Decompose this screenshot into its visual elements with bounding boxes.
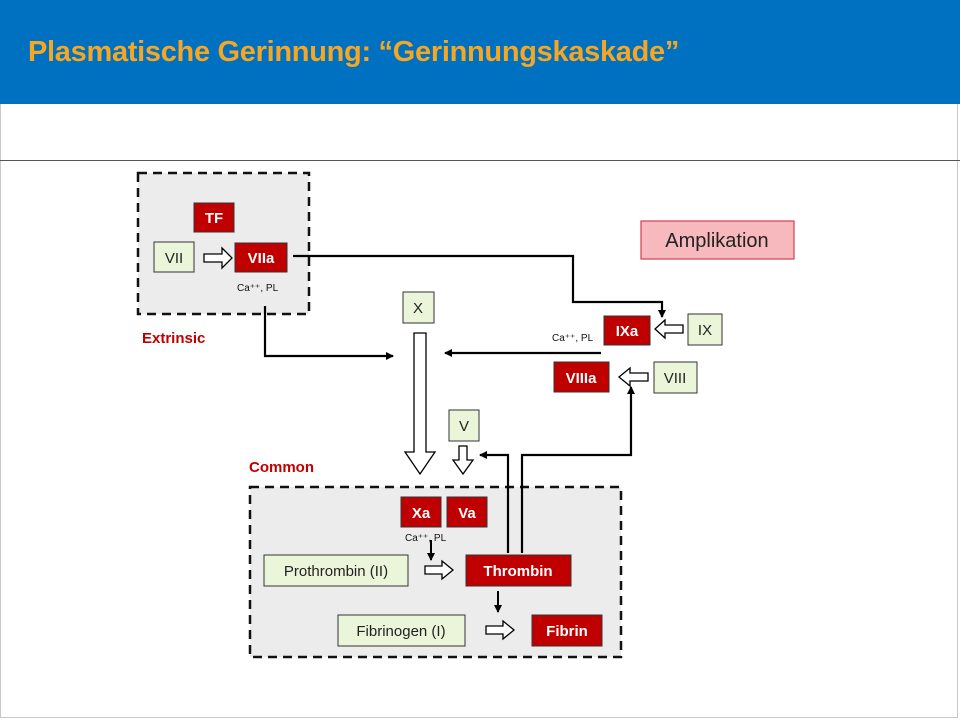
common-label: Common <box>249 459 314 476</box>
factor-viiia-box <box>553 361 610 393</box>
factor-ix-label: IX <box>698 322 712 339</box>
hollow-arrow-x-to-xa <box>403 332 437 476</box>
factor-viii-label: VIII <box>664 370 687 387</box>
factor-xa-label: Xa <box>412 505 431 522</box>
content-frame <box>0 104 958 718</box>
factor-x-label: X <box>413 300 423 317</box>
cofactor-note-xa: Ca⁺⁺, PL <box>405 533 447 544</box>
cofactor-note-ixa: Ca⁺⁺, PL <box>552 333 594 344</box>
factor-tf-label: TF <box>205 210 223 227</box>
arrow-thrombin-to-v <box>479 451 510 553</box>
fibrin-box <box>531 614 603 647</box>
page-title: Plasmatische Gerinnung: “Gerinnungskaska… <box>28 36 680 68</box>
prothrombin-label: Prothrombin (II) <box>284 563 388 580</box>
hollow-arrow-ix-to-ixa <box>654 318 684 340</box>
hollow-arrow-vii-to-viia <box>203 246 233 270</box>
arrow-viia-to-ixa <box>293 254 666 318</box>
thrombin-box <box>465 554 572 587</box>
factor-viiia-label: VIIIa <box>566 370 598 387</box>
factor-va-label: Va <box>458 505 476 522</box>
factor-tf-box <box>193 202 235 233</box>
factor-v-label: V <box>459 418 469 435</box>
hollow-arrow-fibrinogen-to-fibrin <box>485 619 516 641</box>
amplification-label: Amplikation <box>665 230 768 252</box>
fibrin-label: Fibrin <box>546 623 588 640</box>
factor-v-box <box>448 409 480 442</box>
factor-ix-box <box>687 313 723 346</box>
factor-va-box <box>446 496 488 528</box>
hollow-arrow-prothrombin-to-thrombin <box>424 559 455 581</box>
fibrinogen-label: Fibrinogen (I) <box>356 623 445 640</box>
prothrombin-box <box>263 554 409 587</box>
header-bar: Plasmatische Gerinnung: “Gerinnungskaska… <box>0 0 960 104</box>
factor-xa-box <box>400 496 442 528</box>
cofactor-note-viia: Ca⁺⁺, PL <box>237 283 279 294</box>
factor-viia-label: VIIa <box>248 250 275 267</box>
arrow-viia-to-x <box>263 306 394 360</box>
hollow-arrow-v-to-va <box>451 445 475 476</box>
amplification-box <box>640 220 795 260</box>
hollow-arrow-viii-to-viiia <box>617 366 649 388</box>
arrow-thrombin-to-viiia <box>520 386 635 553</box>
factor-viii-box <box>653 361 698 394</box>
factor-ixa-label: IXa <box>616 323 639 340</box>
factor-viia-box <box>234 242 288 273</box>
factor-x-box <box>402 291 435 324</box>
divider-line <box>0 160 960 161</box>
thrombin-label: Thrombin <box>483 563 552 580</box>
factor-vii-label: VII <box>165 250 183 267</box>
extrinsic-label: Extrinsic <box>142 330 205 347</box>
factor-ixa-box <box>603 315 651 346</box>
fibrinogen-box <box>337 614 466 647</box>
factor-vii-box <box>153 241 195 273</box>
